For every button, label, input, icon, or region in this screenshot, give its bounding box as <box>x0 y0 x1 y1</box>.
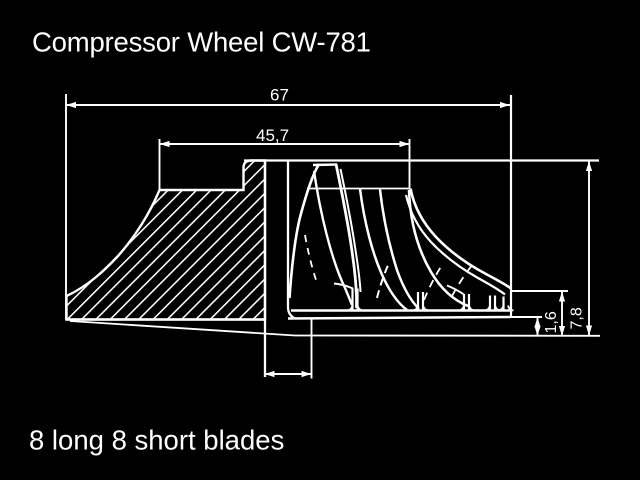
svg-text:Compressor Wheel CW-781: Compressor Wheel CW-781 <box>32 27 371 58</box>
svg-text:67: 67 <box>270 86 289 105</box>
svg-text:7,8: 7,8 <box>569 307 586 329</box>
svg-text:45,7: 45,7 <box>256 126 289 145</box>
svg-text:1,6: 1,6 <box>543 311 560 333</box>
svg-text:8 long 8 short blades: 8 long 8 short blades <box>29 425 284 456</box>
